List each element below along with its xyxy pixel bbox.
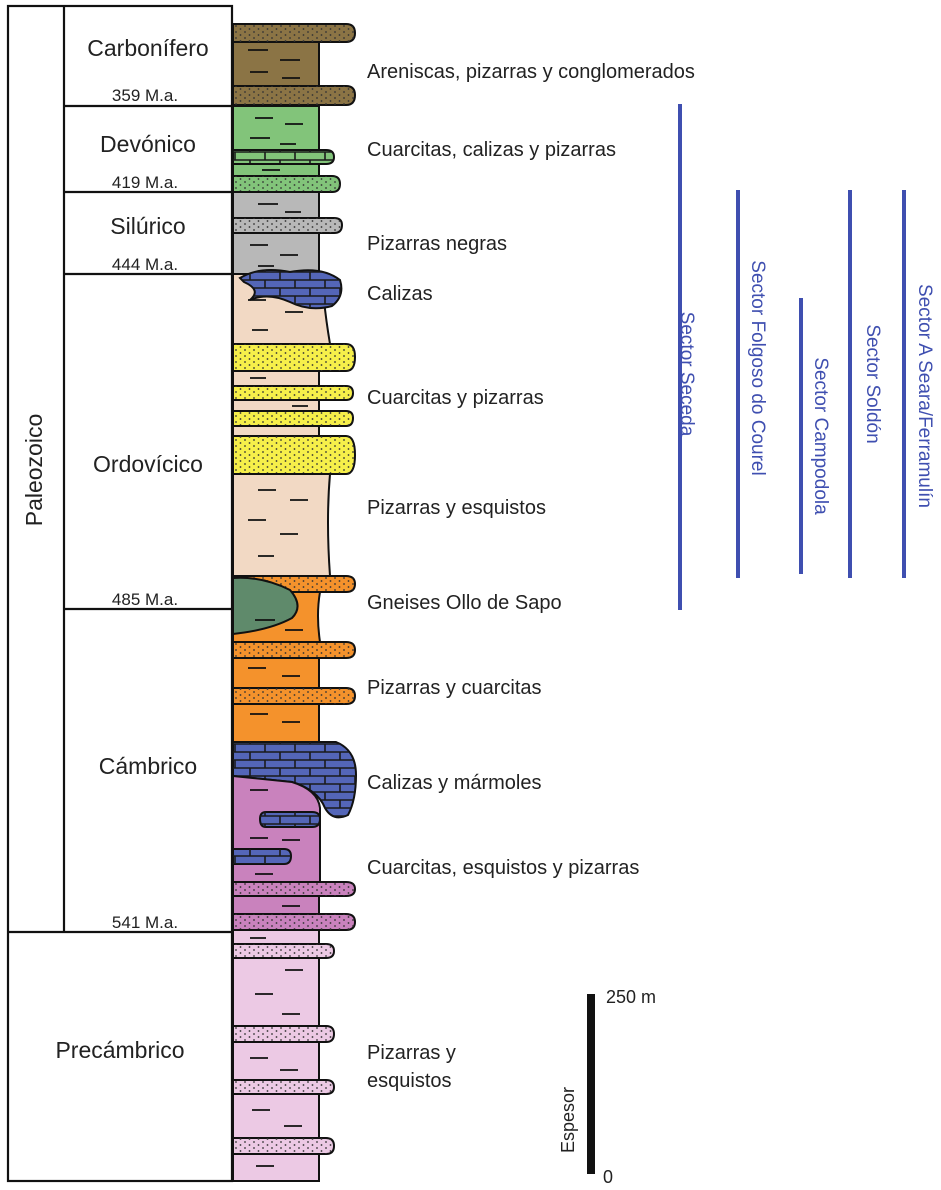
age-label-419: 419 M.a. — [112, 173, 178, 192]
thickness-scale-bar: 250 m 0 Espesor — [558, 987, 656, 1187]
lith-label-gneises: Gneises Ollo de Sapo — [367, 592, 562, 614]
sector-label-seara: Sector A Seara/Ferramulín — [914, 284, 935, 508]
scale-bar — [587, 994, 595, 1174]
stratigraphic-column — [232, 23, 358, 1182]
carbonifero-unit — [232, 23, 357, 106]
period-label-ordovicico: Ordovícico — [93, 451, 203, 477]
silurico-unit — [232, 191, 344, 275]
lithology-labels: Areniscas, pizarras y conglomerados Cuar… — [367, 61, 695, 1092]
sector-ranges: Sector Seceda Sector Folgoso do Courel S… — [676, 104, 935, 610]
age-label-485: 485 M.a. — [112, 590, 178, 609]
sector-label-seceda: Sector Seceda — [676, 312, 697, 437]
lith-label-devonico: Cuarcitas, calizas y pizarras — [367, 139, 616, 161]
devonico-unit — [232, 105, 342, 193]
lith-label-pizarras-cuarcitas: Pizarras y cuarcitas — [367, 677, 542, 699]
scale-axis-label: Espesor — [558, 1087, 578, 1153]
cambrico-unit — [232, 575, 358, 931]
age-label-541: 541 M.a. — [112, 913, 178, 932]
sector-label-folgoso: Sector Folgoso do Courel — [747, 260, 768, 475]
period-label-devonico: Devónico — [100, 131, 196, 157]
lith-label-precambrico-line1: Pizarras y — [367, 1042, 456, 1064]
period-label-carbonifero: Carbonífero — [87, 35, 208, 61]
lith-label-calizas-marmoles: Calizas y mármoles — [367, 772, 541, 794]
lith-label-silurico: Pizarras negras — [367, 233, 507, 255]
scale-bottom-label: 0 — [603, 1167, 613, 1187]
lith-label-precambrico-line2: esquistos — [367, 1070, 452, 1092]
sector-label-soldon: Sector Soldón — [862, 324, 883, 443]
precambrico-unit — [232, 929, 336, 1182]
eon-label-paleozoico: Paleozoico — [21, 414, 47, 527]
age-label-359: 359 M.a. — [112, 86, 178, 105]
chronostratigraphy-table: Paleozoico Precámbrico Carbonífero Devón… — [6, 4, 234, 1183]
ordovicico-unit — [232, 269, 357, 577]
sector-label-campodola: Sector Campodola — [810, 357, 831, 515]
lith-label-carbonifero: Areniscas, pizarras y conglomerados — [367, 61, 695, 83]
period-label-silurico: Silúrico — [110, 213, 185, 239]
scale-top-label: 250 m — [606, 987, 656, 1007]
age-label-444: 444 M.a. — [112, 255, 178, 274]
eon-label-precambrico: Precámbrico — [55, 1037, 184, 1063]
lith-label-cuarcitas-pizarras: Cuarcitas y pizarras — [367, 387, 544, 409]
lith-label-calizas: Calizas — [367, 283, 433, 305]
lith-label-cuarcitas-esquistos-pizarras: Cuarcitas, esquistos y pizarras — [367, 857, 639, 879]
lith-label-pizarras-esquistos: Pizarras y esquistos — [367, 497, 546, 519]
period-label-cambrico: Cámbrico — [99, 753, 197, 779]
